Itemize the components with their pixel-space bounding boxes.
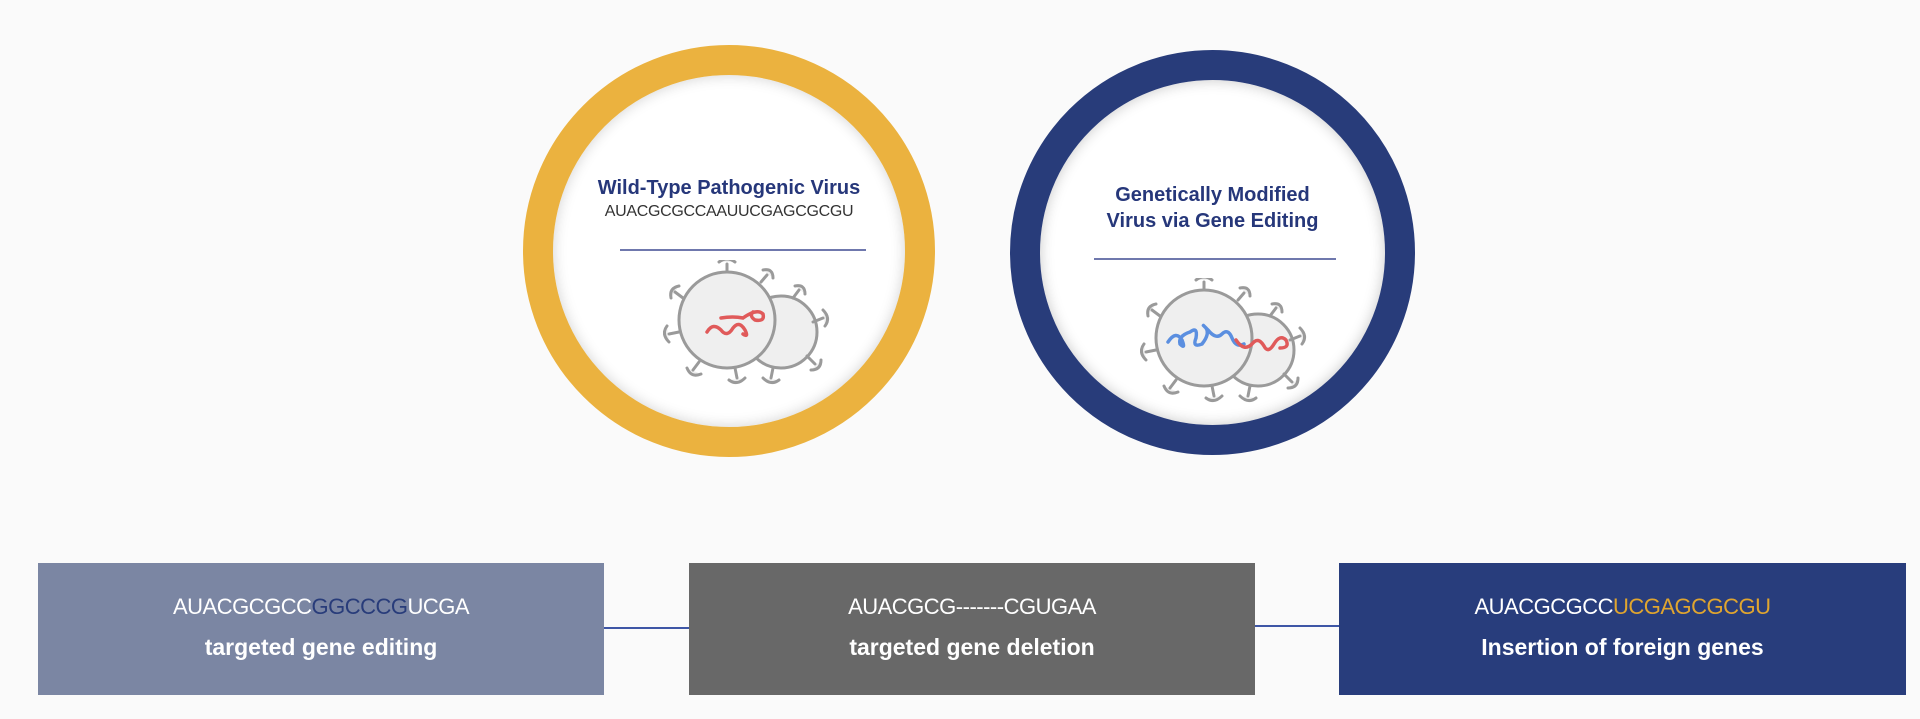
wild-type-title: Wild-Type Pathogenic Virus xyxy=(597,177,861,199)
sequence-highlight: UCGAGCGCGU xyxy=(1612,594,1771,619)
gene-deletion-sequence: AUACGCG-------CGUGAA xyxy=(848,594,1096,619)
virus-icon xyxy=(1140,278,1307,403)
gene-deletion-box: AUACGCG-------CGUGAA targeted gene delet… xyxy=(689,563,1255,695)
sequence-suffix: UCGA xyxy=(407,594,470,619)
wild-type-virus-circle: Wild-Type Pathogenic Virus AUACGCGCCAAUU… xyxy=(523,45,935,457)
gene-editing-box: AUACGCGCCGGCCCGUCGA targeted gene editin… xyxy=(38,563,604,695)
gene-insertion-label: Insertion of foreign genes xyxy=(1481,634,1764,660)
gene-editing-sequence: AUACGCGCCGGCCCGUCGA xyxy=(38,593,604,621)
sequence-highlight: GGCCCG xyxy=(311,594,408,619)
wild-type-divider xyxy=(620,249,866,251)
gene-deletion-label: targeted gene deletion xyxy=(849,634,1095,660)
wild-type-sequence: AUACGCGCCAAUUCGAGCGCGU xyxy=(604,203,854,220)
gene-insertion-box: AUACGCGCCUCGAGCGCGU Insertion of foreign… xyxy=(1339,563,1906,695)
modified-divider xyxy=(1094,258,1336,260)
modified-title-line2: Virus via Gene Editing xyxy=(1106,210,1319,232)
sequence-prefix: AUACGCGCC xyxy=(172,594,312,619)
connector-line xyxy=(604,627,689,629)
virus-icon xyxy=(663,260,830,385)
gene-insertion-sequence: AUACGCGCCUCGAGCGCGU xyxy=(1339,593,1906,621)
sequence-prefix: AUACGCGCC xyxy=(1474,594,1613,619)
modified-virus-circle: Genetically Modified Virus via Gene Edit… xyxy=(1010,50,1415,455)
connector-line xyxy=(1255,625,1339,627)
gene-editing-label: targeted gene editing xyxy=(204,634,438,660)
modified-title-line1: Genetically Modified xyxy=(1115,184,1310,206)
